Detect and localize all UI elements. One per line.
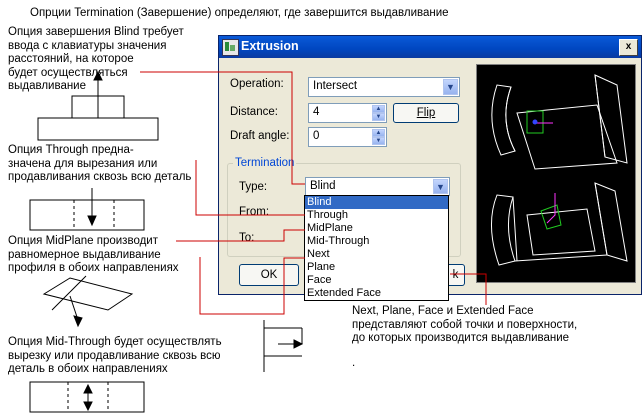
- dialog-titlebar[interactable]: Extrusion x: [219, 36, 641, 58]
- operation-label: Operation:: [230, 78, 284, 90]
- dropdown-option-midplane[interactable]: MidPlane: [307, 222, 353, 234]
- termination-type-dropdown[interactable]: Blind Through MidPlane Mid-Through Next …: [304, 195, 449, 301]
- termination-label: Termination: [233, 157, 297, 169]
- mid-through-diagram: [29, 381, 145, 413]
- dropdown-option-blind[interactable]: Blind: [305, 196, 448, 209]
- midplane-annotation: Опция MidPlane производит равномерное вы…: [8, 235, 179, 274]
- ok-button[interactable]: OK: [239, 264, 299, 286]
- draft-angle-spinner[interactable]: ▲▼: [372, 129, 385, 145]
- dot-annotation: .: [352, 357, 356, 369]
- through-annotation: Опция Through предна- значена для выреза…: [8, 144, 192, 183]
- distance-spinner[interactable]: ▲▼: [372, 105, 385, 121]
- extrusion-preview: [476, 64, 636, 283]
- top-annotation: Опрции Termination (Завершение) определя…: [30, 7, 449, 19]
- chevron-down-icon[interactable]: ▼: [443, 79, 458, 95]
- distance-field[interactable]: 4 ▲▼: [308, 103, 387, 123]
- cancel-button[interactable]: k: [447, 264, 465, 286]
- operation-select[interactable]: Intersect ▼: [308, 77, 460, 97]
- from-label: From:: [239, 206, 270, 218]
- chevron-down-icon[interactable]: ▼: [433, 179, 448, 194]
- blind-annotation: Опция завершения Blind требует ввода с к…: [8, 26, 184, 92]
- dropdown-option-next[interactable]: Next: [307, 248, 330, 260]
- type-select[interactable]: Blind ▼: [305, 177, 450, 196]
- dropdown-option-extended-face[interactable]: Extended Face: [307, 287, 381, 299]
- midplane-diagram: [42, 275, 134, 328]
- through-diagram: [29, 188, 145, 231]
- draft-angle-field[interactable]: 0 ▲▼: [308, 127, 387, 147]
- flip-button[interactable]: Flip: [393, 103, 459, 123]
- dialog-title: Extrusion: [241, 39, 299, 53]
- dropdown-option-through[interactable]: Through: [307, 209, 348, 221]
- next-annotation: Next, Plane, Face и Extended Face предст…: [352, 305, 578, 344]
- extrusion-app-icon: [222, 39, 239, 56]
- type-label: Type:: [239, 181, 268, 193]
- dropdown-option-plane[interactable]: Plane: [307, 261, 336, 273]
- dropdown-option-mid-through[interactable]: Mid-Through: [307, 235, 370, 247]
- close-button[interactable]: x: [619, 39, 638, 56]
- dropdown-option-face[interactable]: Face: [307, 274, 332, 286]
- distance-label: Distance:: [230, 106, 278, 118]
- preview-wireframe: [490, 74, 628, 266]
- to-label: To:: [239, 232, 255, 244]
- next-diagram: [263, 320, 304, 372]
- draft-angle-label: Draft angle:: [230, 130, 290, 142]
- midthrough-annotation: Опция Mid-Through будет осуществлять выр…: [8, 336, 222, 375]
